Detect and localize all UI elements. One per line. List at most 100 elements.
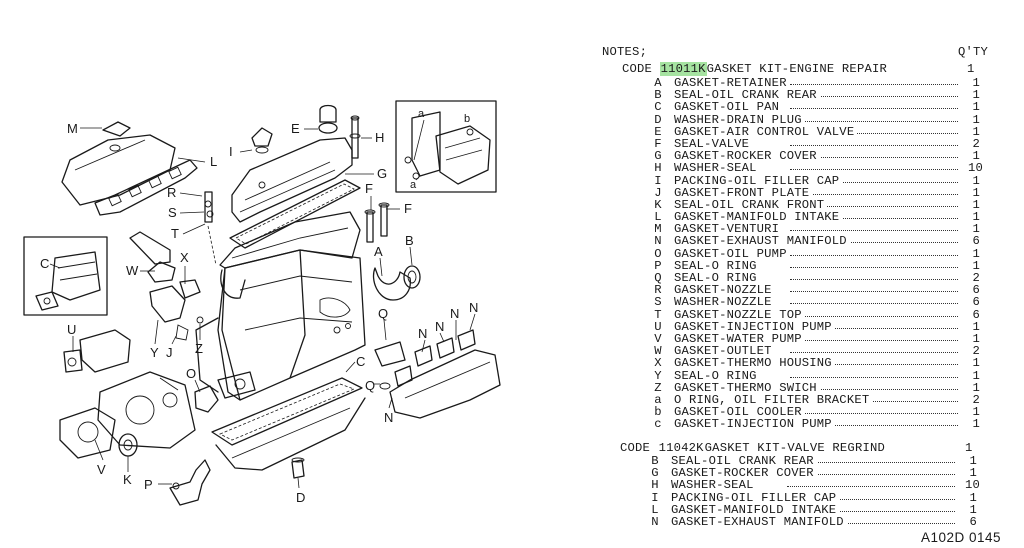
part-qty: 10 bbox=[965, 478, 981, 493]
part-qty: 2 bbox=[968, 138, 980, 150]
callout-z: Z bbox=[195, 341, 203, 356]
part-name: GASKET-ROCKER COVER bbox=[671, 467, 817, 479]
kit-qty: 1 bbox=[967, 62, 975, 76]
leader-dots bbox=[790, 425, 958, 427]
callout-a: A bbox=[374, 244, 383, 259]
intake-manifold bbox=[94, 159, 198, 216]
part-name: WASHER-SEAL bbox=[671, 479, 757, 492]
part-letter: I bbox=[654, 173, 662, 188]
part-letter: b bbox=[654, 405, 662, 420]
leader-dots bbox=[790, 230, 958, 232]
callout-n-2: N bbox=[435, 319, 444, 334]
part-name: GASKET-THERMO HOUSING bbox=[674, 357, 835, 370]
part-name: WASHER-DRAIN PLUG bbox=[674, 113, 805, 126]
oil-pan bbox=[211, 377, 366, 471]
callout-n-1: N bbox=[418, 326, 427, 341]
part-qty: 1 bbox=[968, 150, 980, 162]
leader-dots bbox=[790, 84, 958, 85]
callout-s: S bbox=[168, 205, 177, 220]
part-name: GASKET-ROCKER COVER bbox=[674, 150, 820, 162]
part-name: GASKET-OIL COOLER bbox=[674, 406, 805, 418]
part-letter: D bbox=[654, 112, 662, 127]
part-name: GASKET-NOZZLE TOP bbox=[674, 308, 805, 321]
leader-dots bbox=[790, 169, 958, 171]
injection-nozzles bbox=[204, 191, 217, 266]
oil-filter-inset bbox=[23, 236, 108, 316]
part-letter: B bbox=[651, 454, 659, 468]
part-letter: Y bbox=[654, 368, 662, 383]
leader-dots bbox=[787, 462, 955, 463]
callout-g: G bbox=[377, 166, 387, 181]
drain-plug bbox=[291, 457, 305, 479]
qty-header: Q'TY bbox=[958, 45, 989, 59]
rear-seal-retainer bbox=[372, 265, 421, 301]
leader-dots bbox=[790, 96, 958, 98]
callout-x: X bbox=[180, 250, 189, 265]
callout-k: K bbox=[123, 472, 132, 487]
callout-a-inset-1: a bbox=[418, 108, 425, 120]
part-name: SEAL-O RING bbox=[674, 369, 760, 382]
part-qty: 10 bbox=[968, 161, 984, 176]
part-name: GASKET-THERMO SWICH bbox=[674, 381, 820, 394]
part-letter: a bbox=[654, 392, 662, 407]
part-qty: 1 bbox=[965, 491, 977, 504]
part-letter: S bbox=[654, 295, 662, 310]
part-qty: 6 bbox=[968, 308, 980, 321]
part-qty: 1 bbox=[968, 126, 980, 138]
part-name: GASKET-INJECTION PUMP bbox=[674, 321, 835, 333]
callout-v: V bbox=[97, 462, 106, 477]
part-name: GASKET-WATER PUMP bbox=[674, 333, 805, 345]
callout-w: W bbox=[126, 263, 139, 278]
part-name: SEAL-VALVE bbox=[674, 138, 753, 150]
part-letter: c bbox=[654, 417, 662, 432]
leader-dots bbox=[790, 315, 958, 317]
leader-dots bbox=[787, 522, 955, 524]
water-pump bbox=[59, 407, 116, 459]
part-qty: 1 bbox=[968, 186, 980, 199]
callout-r: R bbox=[167, 185, 176, 200]
air-control-valve bbox=[318, 104, 338, 134]
part-row: U GASKET-INJECTION PUMP 1 bbox=[650, 321, 980, 333]
part-qty: 1 bbox=[968, 321, 980, 333]
part-name: SEAL-OIL CRANK REAR bbox=[674, 89, 820, 101]
callout-f-2: F bbox=[404, 201, 412, 216]
callout-l: L bbox=[210, 154, 217, 169]
part-name: SEAL-OIL CRANK REAR bbox=[671, 455, 817, 467]
part-name: GASKET-VENTURI bbox=[674, 223, 783, 235]
part-name: PACKING-OIL FILLER CAP bbox=[671, 491, 840, 504]
leader-dots bbox=[790, 327, 958, 329]
front-plate bbox=[97, 371, 196, 449]
callout-b-inset: b bbox=[464, 113, 470, 125]
leader-dots bbox=[790, 266, 958, 268]
leader-dots bbox=[790, 291, 958, 293]
notes-label: NOTES; bbox=[602, 45, 648, 59]
kit-header-engine-repair: CODE 11011KGASKET KIT-ENGINE REPAIR 1 bbox=[622, 62, 974, 76]
part-letter: U bbox=[654, 319, 662, 334]
callout-leaders bbox=[49, 119, 476, 489]
part-letter: H bbox=[654, 161, 662, 176]
callout-c-inset: C bbox=[40, 256, 49, 271]
part-name: GASKET-OUTLET bbox=[674, 345, 775, 357]
part-name: GASKET-INJECTION PUMP bbox=[674, 418, 835, 430]
oil-pump bbox=[194, 371, 256, 413]
leader-dots bbox=[790, 181, 958, 183]
part-qty: 1 bbox=[968, 77, 980, 89]
